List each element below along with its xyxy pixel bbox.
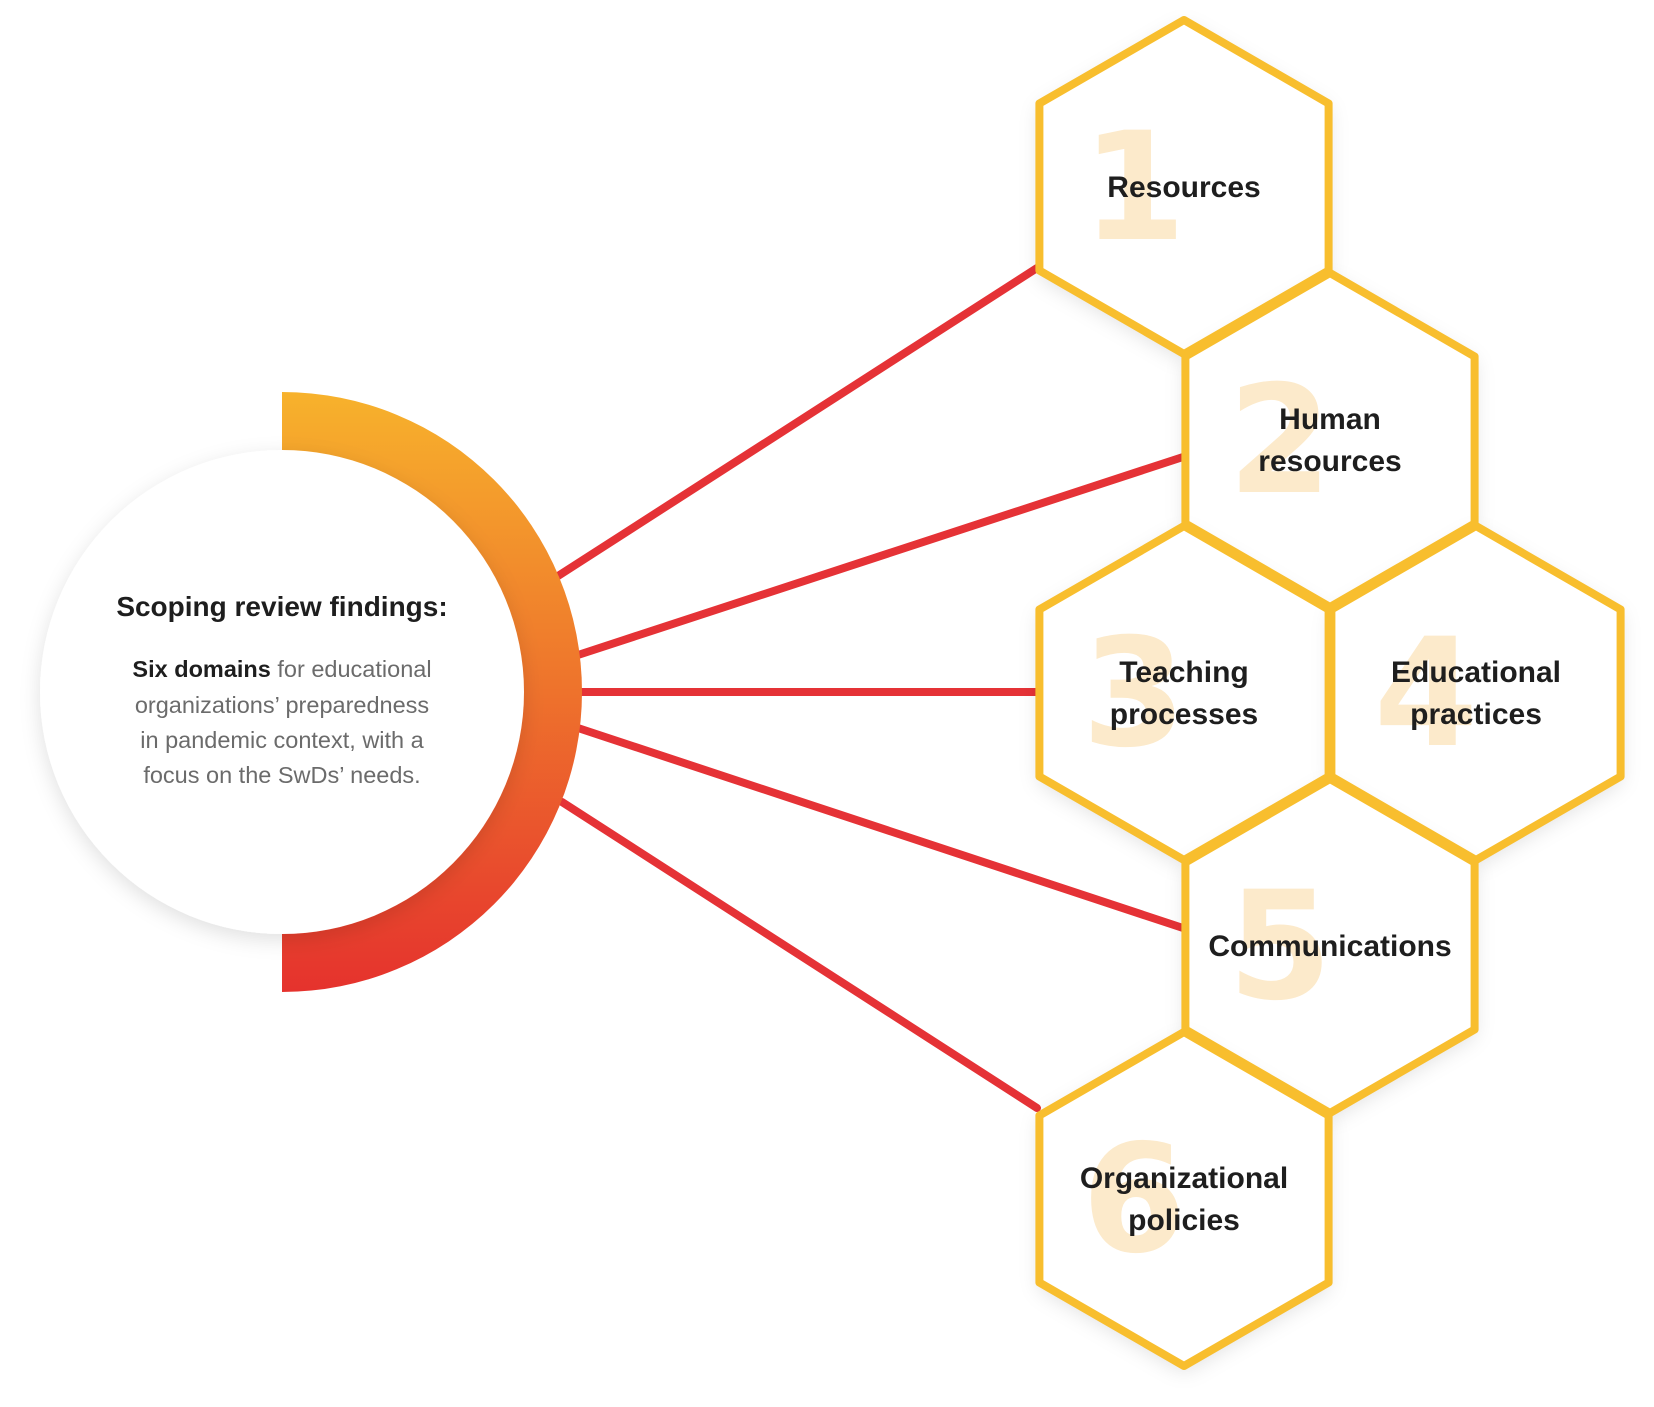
- center-node: Scoping review findings: Six domains for…: [40, 392, 582, 992]
- center-description-line-2: organizations’ preparedness: [135, 692, 429, 718]
- center-title: Scoping review findings:: [116, 591, 447, 622]
- domain-label-resources: Resources: [1107, 171, 1260, 204]
- domain-label-educational-practices-line-1: Educational: [1391, 656, 1561, 689]
- domain-number-6: 6: [1082, 1113, 1186, 1287]
- hexagon-fill-teaching-processes: [1039, 526, 1329, 860]
- connector-line-4: [574, 724, 1187, 932]
- domain-label-human-resources-line-2: resources: [1258, 445, 1401, 478]
- hexagon-organizational-policies: [1035, 1028, 1333, 1370]
- domain-label-organizational-policies-line-2: policies: [1128, 1204, 1240, 1237]
- hexagon-fill-educational-practices: [1331, 526, 1621, 860]
- domain-number-4: 4: [1374, 607, 1478, 781]
- domain-label-communications: Communications: [1208, 930, 1451, 963]
- hexagon-fill-organizational-policies: [1039, 1032, 1329, 1366]
- connector-line-2: [574, 453, 1187, 659]
- connector-line-1: [554, 264, 1041, 580]
- domain-number-3: 3: [1082, 607, 1186, 781]
- domain-number-5: 5: [1228, 860, 1332, 1034]
- hexagon-fill-communications: [1185, 779, 1475, 1113]
- connector-line-5: [558, 798, 1041, 1112]
- center-circle: [40, 450, 524, 934]
- center-description-line-1: Six domains for educational: [132, 656, 431, 682]
- center-description-text: for educational: [271, 656, 432, 682]
- domain-label-human-resources-line-1: Human: [1279, 403, 1381, 436]
- domain-label-teaching-processes-line-2: processes: [1110, 698, 1258, 731]
- domain-label-organizational-policies-line-1: Organizational: [1080, 1162, 1288, 1195]
- domain-label-educational-practices-line-2: practices: [1410, 698, 1542, 731]
- domain-number-1: 1: [1082, 101, 1186, 275]
- hexagon-fill-resources: [1039, 20, 1329, 354]
- center-description-line-3: in pandemic context, with a: [140, 727, 424, 753]
- domain-number-2: 2: [1228, 354, 1332, 528]
- center-description-bold: Six domains: [132, 656, 270, 682]
- connector-lines: [554, 264, 1187, 1112]
- domain-label-teaching-processes-line-1: Teaching: [1119, 656, 1248, 689]
- center-description-line-4: focus on the SwDs’ needs.: [143, 762, 420, 788]
- hexagon-fill-human-resources: [1185, 273, 1475, 607]
